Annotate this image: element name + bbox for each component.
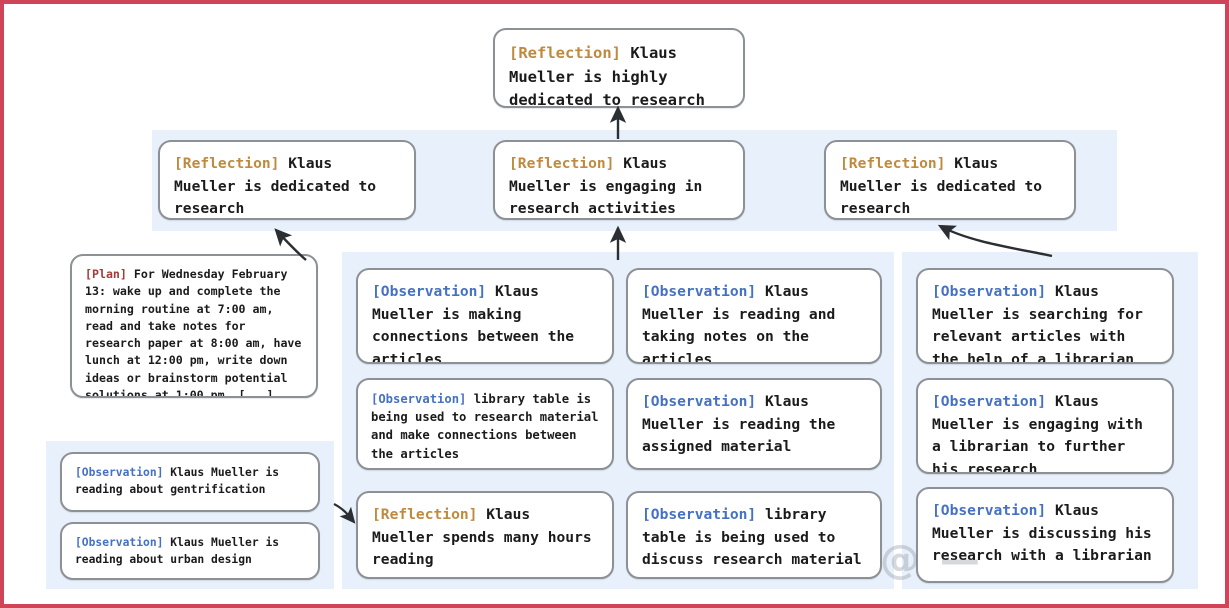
node-body: Klaus Mueller is engaging in research ac… (509, 155, 712, 218)
reflection-node-right[interactable]: [Reflection] Klaus Mueller is dedicated … (824, 140, 1076, 220)
node-body: Klaus Mueller is searching for relevant … (932, 283, 1152, 364)
observation-node-urban-design[interactable]: [Observation] Klaus Mueller is reading a… (60, 522, 320, 580)
node-text: [Observation] library table is being use… (371, 390, 599, 463)
node-body: Klaus Mueller is making connections betw… (372, 283, 583, 364)
node-body: library table is being used to research … (371, 392, 606, 461)
node-tag: [Observation] (932, 283, 1047, 300)
node-tag: [Reflection] (509, 44, 621, 62)
node-body: library table is being used to discuss r… (642, 506, 862, 569)
plan-node[interactable]: [Plan] For Wednesday February 13: wake u… (70, 254, 318, 398)
node-text: [Reflection] Klaus Mueller spends many h… (372, 504, 598, 572)
node-text: [Reflection] Klaus Mueller is dedicated … (174, 153, 400, 218)
node-body: Klaus Mueller is highly dedicated to res… (509, 44, 705, 108)
node-tag: [Plan] (85, 267, 127, 281)
node-text: [Observation] library table is being use… (642, 504, 866, 572)
observation-node-reading-taking-notes[interactable]: [Observation] Klaus Mueller is reading a… (626, 268, 882, 364)
node-body: Klaus Mueller is reading and taking note… (642, 283, 845, 364)
node-text: [Observation] Klaus Mueller is discussin… (932, 500, 1158, 568)
node-tag: [Reflection] (509, 155, 615, 172)
reflection-node-center[interactable]: [Reflection] Klaus Mueller is engaging i… (493, 140, 745, 220)
node-text: [Reflection] Klaus Mueller is engaging i… (509, 153, 729, 218)
node-tag: [Observation] (642, 283, 757, 300)
node-body: Klaus Mueller is discussing his research… (932, 502, 1161, 565)
reflection-node-left[interactable]: [Reflection] Klaus Mueller is dedicated … (158, 140, 416, 220)
observation-node-making-connections[interactable]: [Observation] Klaus Mueller is making co… (356, 268, 614, 364)
node-tag: [Observation] (75, 536, 164, 549)
reflection-node-hours-reading[interactable]: [Reflection] Klaus Mueller spends many h… (356, 491, 614, 579)
node-text: [Observation] Klaus Mueller is reading a… (75, 464, 305, 498)
node-body: Klaus Mueller is reading the assigned ma… (642, 393, 845, 456)
node-text: [Observation] Klaus Mueller is reading a… (642, 281, 866, 364)
node-tag: [Observation] (372, 283, 487, 300)
node-body: Klaus Mueller is reading about gentrific… (75, 466, 286, 497)
node-tag: [Observation] (371, 392, 467, 406)
node-body: For Wednesday February 13: wake up and c… (85, 267, 309, 398)
observation-node-engaging-librarian[interactable]: [Observation] Klaus Mueller is engaging … (916, 378, 1174, 474)
node-body: Klaus Mueller is dedicated to research (840, 155, 1051, 218)
node-tag: [Reflection] (174, 155, 280, 172)
observation-node-gentrification[interactable]: [Observation] Klaus Mueller is reading a… (60, 452, 320, 512)
node-tag: [Observation] (932, 393, 1047, 410)
node-text: [Observation] Klaus Mueller is reading a… (75, 534, 305, 568)
node-text: [Observation] Klaus Mueller is engaging … (932, 391, 1158, 474)
observation-node-library-table-connections[interactable]: [Observation] library table is being use… (356, 378, 614, 470)
observation-node-assigned-material[interactable]: [Observation] Klaus Mueller is reading t… (626, 378, 882, 470)
observation-node-searching-articles[interactable]: [Observation] Klaus Mueller is searching… (916, 268, 1174, 364)
observation-node-discussing-research[interactable]: [Observation] Klaus Mueller is discussin… (916, 487, 1174, 583)
node-tag: [Reflection] (840, 155, 946, 172)
node-tag: [Observation] (642, 506, 757, 523)
node-body: Klaus Mueller is reading about urban des… (75, 536, 286, 567)
root-reflection-node[interactable]: [Reflection] Klaus Mueller is highly ded… (493, 28, 745, 108)
node-text: [Reflection] Klaus Mueller is dedicated … (840, 153, 1060, 218)
observation-node-discuss-research-material[interactable]: [Observation] library table is being use… (626, 491, 882, 579)
node-tag: [Reflection] (372, 506, 478, 523)
node-tag: [Observation] (642, 393, 757, 410)
node-tag: [Observation] (932, 502, 1047, 519)
node-text: [Observation] Klaus Mueller is searching… (932, 281, 1158, 364)
node-body: Klaus Mueller is engaging with a librari… (932, 393, 1152, 474)
node-text: [Reflection] Klaus Mueller is highly ded… (509, 42, 729, 108)
node-text: [Observation] Klaus Mueller is making co… (372, 281, 598, 364)
node-tag: [Observation] (75, 466, 164, 479)
node-body: Klaus Mueller spends many hours reading (372, 506, 601, 569)
node-text: [Plan] For Wednesday February 13: wake u… (85, 266, 303, 396)
node-body: Klaus Mueller is dedicated to research (174, 155, 385, 218)
node-text: [Observation] Klaus Mueller is reading t… (642, 391, 866, 459)
